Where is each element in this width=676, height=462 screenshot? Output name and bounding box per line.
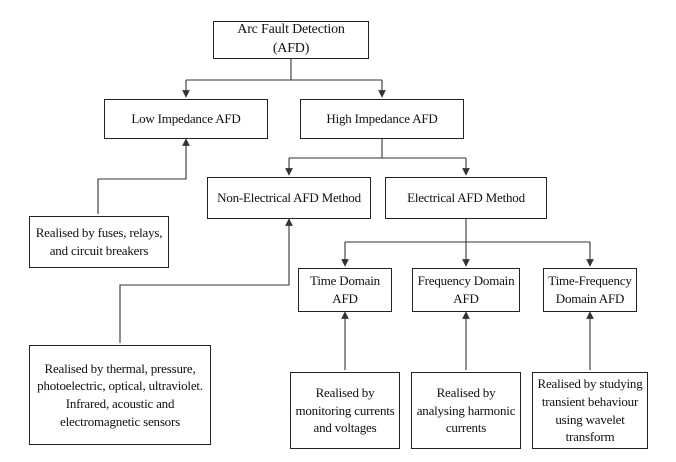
node-time-domain: Time Domain AFD: [298, 268, 392, 312]
node-non-electrical: Non-Electrical AFD Method: [207, 177, 371, 219]
edge-lownote-to-low: [97, 138, 190, 214]
node-time-frequency-domain: Time-Frequency Domain AFD: [543, 268, 637, 312]
note-time-frequency-domain: Realised by studying transient behaviour…: [532, 372, 648, 449]
note-low-impedance: Realised by fuses, relays, and circuit b…: [29, 216, 169, 268]
node-low-impedance: Low Impedance AFD: [104, 99, 268, 139]
note-non-electrical: Realised by thermal, pressure, photoelec…: [29, 345, 211, 445]
note-time-domain: Realised by monitoring currents and volt…: [290, 372, 400, 449]
node-root: Arc Fault Detection (AFD): [213, 21, 369, 59]
node-frequency-domain: Frequency Domain AFD: [412, 268, 520, 312]
node-electrical: Electrical AFD Method: [385, 177, 547, 219]
edge-nonelecnote-to-nonelec: [119, 218, 293, 343]
note-frequency-domain: Realised by analysing harmonic currents: [411, 372, 521, 449]
node-high-impedance: High Impedance AFD: [300, 99, 464, 139]
